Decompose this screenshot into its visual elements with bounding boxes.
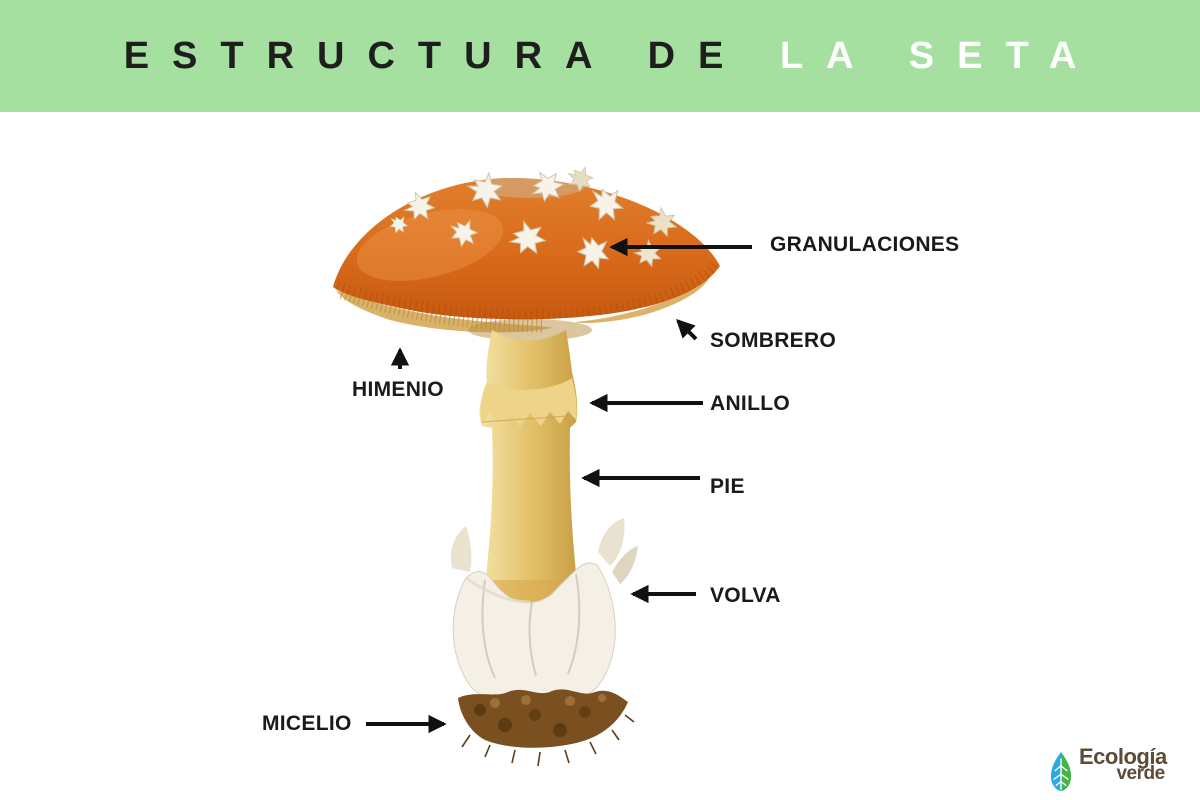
ring-anillo <box>480 378 577 427</box>
page-title-dark-part: ESTRUCTURA DE <box>123 35 747 77</box>
granulaciones-label: GRANULACIONES <box>770 233 960 256</box>
title-banner: ESTRUCTURA DE LA SETA <box>0 0 1200 112</box>
cap-sombrero <box>333 178 720 320</box>
logo-name: Ecología <box>1079 744 1167 769</box>
leaf-icon <box>1050 752 1072 791</box>
mycelium <box>458 689 635 767</box>
micelio-label: MICELIO <box>262 712 352 735</box>
anillo-label: ANILLO <box>710 392 790 415</box>
mushroom-illustration <box>333 162 720 767</box>
ecologia-verde-logo: Ecología verde <box>1048 746 1198 796</box>
himenio-label: HIMENIO <box>352 378 444 401</box>
cap-underside-shadow <box>468 319 592 341</box>
pie-label: PIE <box>710 475 745 498</box>
page-title-light-part: LA SETA <box>779 35 1100 77</box>
logo-subname: verde <box>1116 763 1165 784</box>
page-title: ESTRUCTURA DE LA SETA <box>101 37 1100 75</box>
stem-pie <box>479 330 579 602</box>
volva-cup <box>452 562 616 709</box>
volva-back-petals <box>450 518 638 584</box>
logo-text: Ecología verde <box>1079 744 1167 784</box>
volva-label: VOLVA <box>710 584 781 607</box>
sombrero-label: SOMBRERO <box>710 329 837 352</box>
